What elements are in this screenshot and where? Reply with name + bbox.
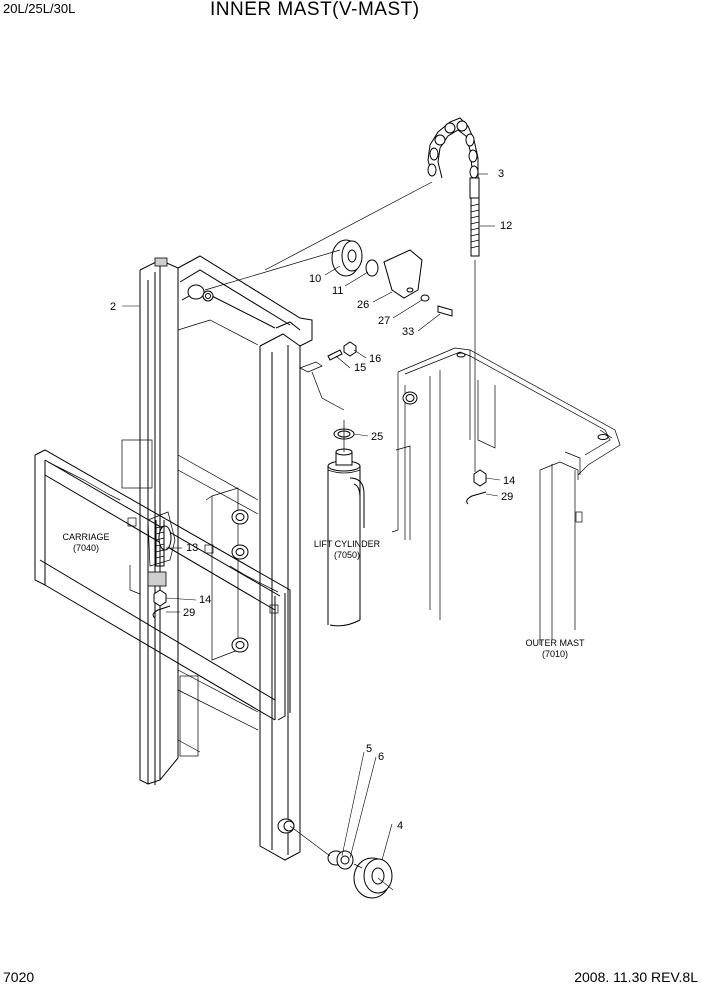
anchor-bolt-13 bbox=[155, 520, 165, 567]
callout-16: 16 bbox=[369, 353, 381, 365]
callout-3: 3 bbox=[498, 168, 504, 180]
nut-14-left bbox=[153, 589, 167, 607]
carriage-code: (7040) bbox=[73, 543, 99, 553]
sheave-10 bbox=[331, 239, 363, 277]
model-label: 20L/25L/30L bbox=[3, 1, 76, 16]
assembly-lines bbox=[159, 181, 476, 869]
split-pin-29-right bbox=[466, 491, 487, 505]
outer-mast bbox=[391, 347, 621, 645]
callout-26: 26 bbox=[357, 299, 369, 311]
callout-25: 25 bbox=[371, 431, 383, 443]
callout-10: 10 bbox=[309, 273, 321, 285]
callout-12: 12 bbox=[500, 220, 512, 232]
callout-29-right: 29 bbox=[501, 491, 513, 503]
callout-5: 5 bbox=[366, 743, 372, 755]
callout-14-left: 14 bbox=[199, 594, 211, 606]
washer-6-hole bbox=[340, 855, 350, 865]
nut-14-right bbox=[473, 469, 487, 487]
roller-bearing-4 bbox=[353, 857, 393, 899]
page-title: INNER MAST(V-MAST) bbox=[210, 0, 420, 20]
washer-27 bbox=[420, 294, 430, 302]
outer-mast-label: OUTER MAST bbox=[525, 638, 585, 648]
callout-29-left: 29 bbox=[183, 607, 195, 619]
callout-15: 15 bbox=[354, 362, 366, 374]
callout-13: 13 bbox=[186, 542, 198, 554]
carriage-label: CARRIAGE bbox=[62, 532, 109, 542]
lift-chain bbox=[427, 117, 480, 199]
pin-15 bbox=[327, 349, 343, 361]
callout-27: 27 bbox=[378, 315, 390, 327]
callout-2: 2 bbox=[110, 301, 116, 313]
guard-bracket-26 bbox=[383, 249, 423, 299]
callout-33: 33 bbox=[402, 326, 414, 338]
callout-14-right: 14 bbox=[503, 475, 515, 487]
callout-6: 6 bbox=[378, 751, 384, 763]
leader-lines bbox=[122, 173, 501, 891]
nut-16 bbox=[343, 341, 357, 357]
lift-cylinder-code: (7050) bbox=[334, 550, 360, 560]
carriage bbox=[34, 449, 291, 721]
bracket-hole bbox=[406, 287, 414, 293]
page-number: 7020 bbox=[3, 969, 35, 985]
callout-11: 11 bbox=[332, 285, 343, 297]
inner-mast bbox=[121, 255, 323, 861]
lift-cylinder bbox=[327, 448, 365, 627]
snap-ring-11 bbox=[365, 259, 379, 277]
revision-date: 2008. 11.30 REV.8L bbox=[574, 969, 698, 985]
split-pin-29-left bbox=[152, 605, 171, 619]
outer-mast-code: (7010) bbox=[542, 649, 568, 659]
callout-4: 4 bbox=[397, 820, 403, 832]
lift-cylinder-label: LIFT CYLINDER bbox=[314, 539, 381, 549]
anchor-bolt-12 bbox=[470, 198, 480, 257]
bolt-33 bbox=[437, 305, 453, 317]
